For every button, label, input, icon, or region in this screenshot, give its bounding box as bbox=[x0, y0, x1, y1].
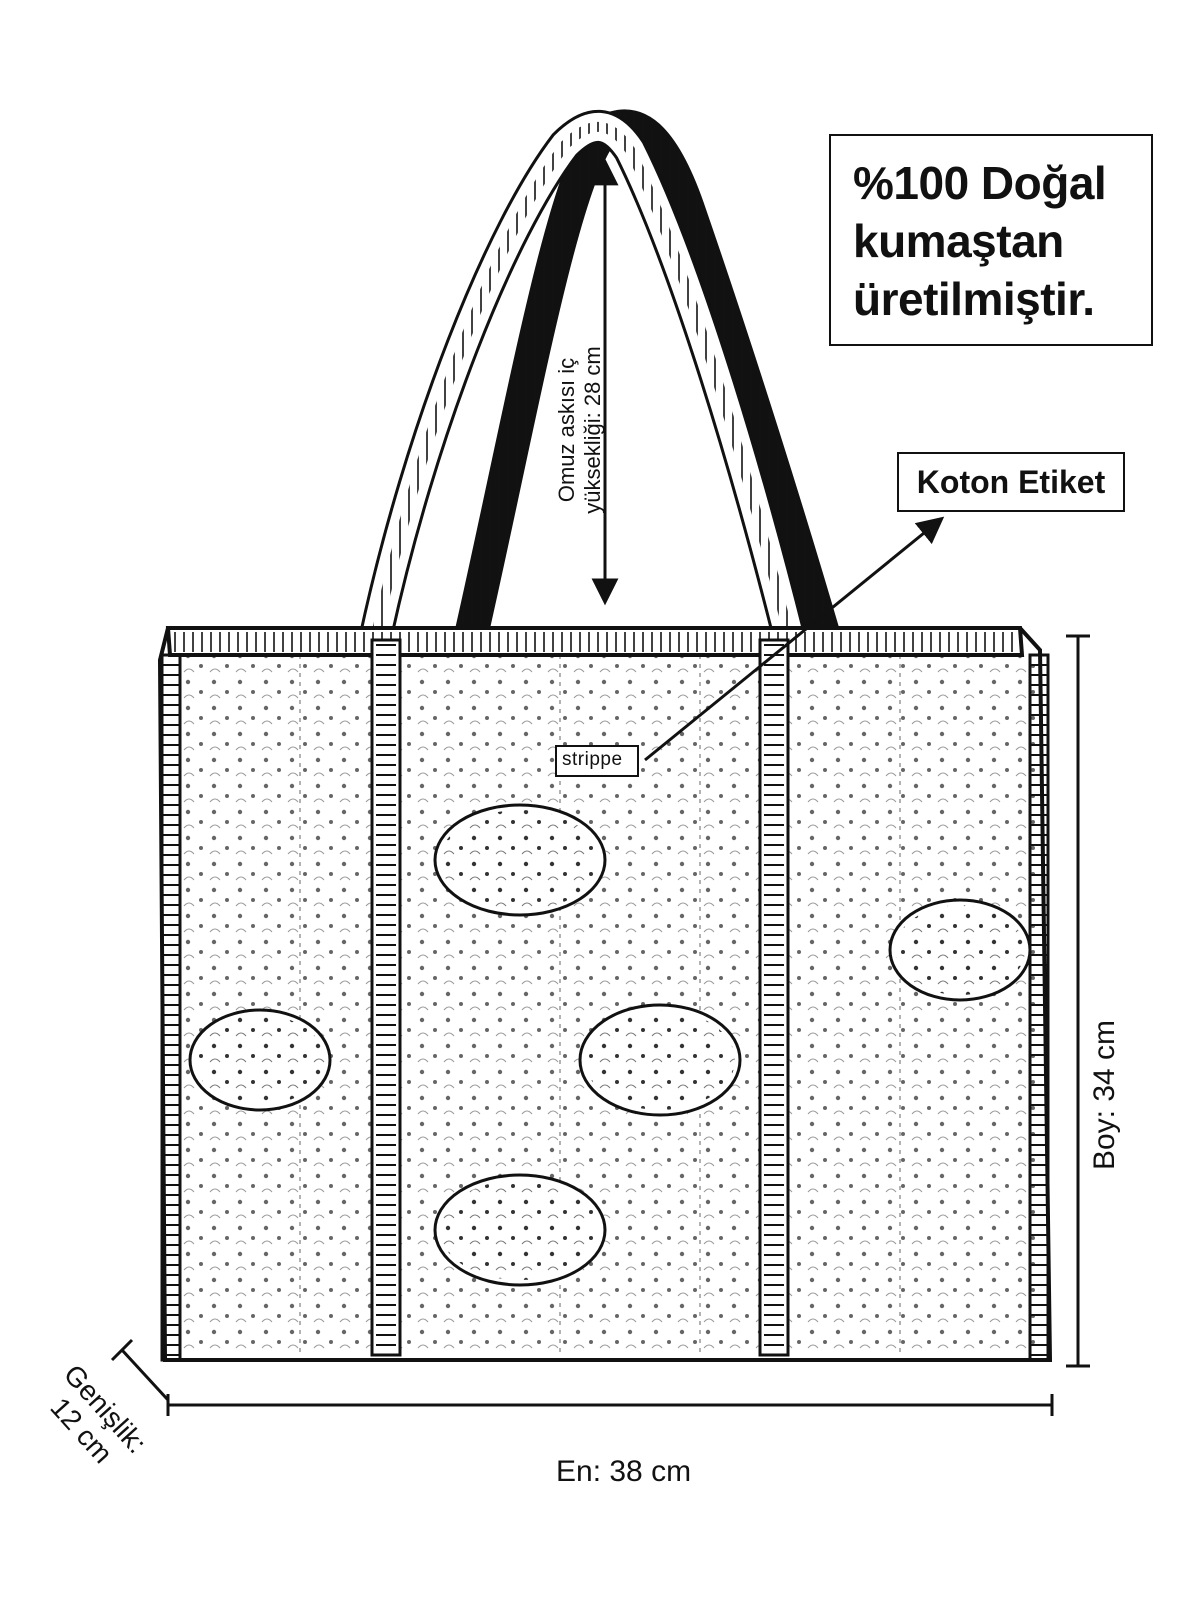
height-dimension-line bbox=[1066, 634, 1090, 1368]
label-arrow bbox=[644, 516, 945, 762]
back-strap bbox=[453, 109, 842, 645]
front-strap bbox=[358, 109, 807, 645]
info-line-2: kumaştan bbox=[853, 215, 1064, 267]
strap-height-label: Omuz askısı iç yüksekliği: 28 cm bbox=[554, 346, 606, 514]
info-line-3: üretilmiştir. bbox=[853, 273, 1095, 325]
width-label: En: 38 cm bbox=[556, 1455, 692, 1488]
info-line-1: %100 Doğal bbox=[853, 157, 1107, 209]
material-info-box: %100 Doğal kumaştan üretilmiştir. bbox=[829, 134, 1153, 346]
bag-body bbox=[157, 626, 1053, 1362]
brand-tag-frame bbox=[555, 745, 639, 777]
brand-tag-text: strippe bbox=[562, 749, 623, 770]
strap-height-line-1: Omuz askısı iç bbox=[554, 357, 579, 503]
depth-dimension-line bbox=[110, 1338, 170, 1402]
label-callout-box: Koton Etiket bbox=[897, 452, 1125, 512]
width-dimension-line bbox=[166, 1394, 1054, 1416]
label-callout-text: Koton Etiket bbox=[916, 464, 1106, 500]
strap-height-line-2: yüksekliği: 28 cm bbox=[580, 346, 605, 514]
height-label: Boy: 34 cm bbox=[1088, 1019, 1121, 1171]
